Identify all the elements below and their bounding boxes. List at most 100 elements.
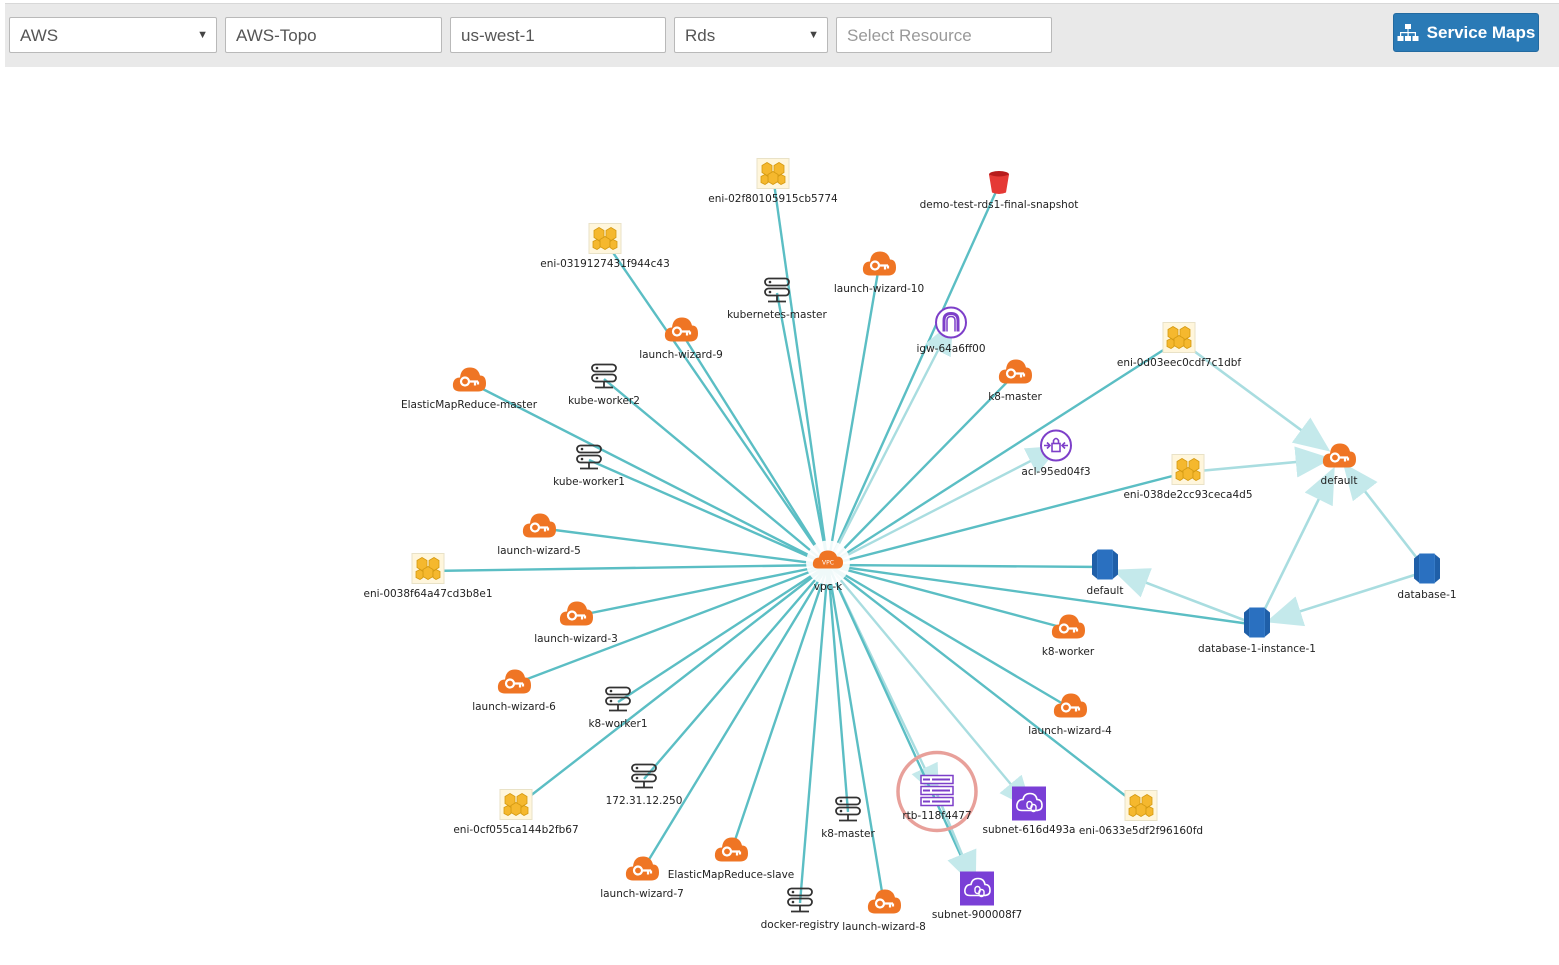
node-label: subnet-616d493a: [982, 824, 1076, 836]
service-select[interactable]: Rds ▼: [674, 17, 828, 53]
security-group-icon[interactable]: [521, 510, 557, 547]
edge-to-4: [826, 265, 881, 566]
subnet-icon[interactable]: [1012, 786, 1046, 826]
security-group-icon[interactable]: [624, 853, 660, 890]
vpc-label: vpc-k: [813, 581, 843, 593]
edge-to-27: [827, 564, 1033, 810]
edge-to-32: [640, 564, 830, 872]
eni-icon[interactable]: [756, 158, 790, 195]
edge-to-10: [827, 373, 1016, 566]
topology-input[interactable]: AWS-Topo: [225, 17, 442, 53]
node-label: rtb-118f4477: [902, 810, 972, 822]
security-group-icon[interactable]: [997, 356, 1033, 393]
edge-18-20: [1265, 569, 1428, 627]
node-label: eni-0319127431f944c43: [540, 258, 670, 270]
server-icon[interactable]: [589, 362, 619, 397]
node-label: docker-registry: [760, 919, 840, 931]
eni-icon[interactable]: [411, 553, 445, 590]
cloud-select-value: AWS: [20, 26, 59, 45]
bucket-icon[interactable]: [987, 170, 1011, 201]
route-table-icon[interactable]: [895, 750, 979, 839]
rds-icon[interactable]: [1412, 552, 1442, 591]
node-label: ElasticMapReduce-master: [400, 399, 538, 411]
rds-icon[interactable]: [1242, 606, 1272, 645]
node-label: launch-wizard-6: [472, 701, 556, 713]
edge-7-12: [1178, 338, 1331, 452]
edge-to-9: [603, 378, 829, 566]
edge-to-31: [729, 564, 830, 853]
acl-icon[interactable]: [1039, 429, 1073, 468]
edge-to-5: [679, 331, 830, 566]
rds-icon[interactable]: [1090, 548, 1120, 587]
edge-to-16: [427, 563, 829, 573]
node-label: subnet-900008f7: [931, 909, 1023, 921]
edge-to-7: [827, 338, 1180, 567]
edge-to-28: [827, 564, 1142, 809]
security-group-icon[interactable]: [496, 666, 532, 703]
edge-to-30: [826, 564, 850, 813]
edge-to-17: [827, 563, 1106, 569]
security-group-icon[interactable]: [663, 314, 699, 351]
security-group-icon[interactable]: [1321, 440, 1357, 477]
topology-input-value: AWS-Topo: [236, 26, 317, 45]
eni-icon[interactable]: [1162, 322, 1196, 359]
server-icon[interactable]: [629, 762, 659, 797]
security-group-icon[interactable]: [861, 248, 897, 285]
node-label: kubernetes-master: [727, 309, 827, 321]
eni-icon[interactable]: [1171, 454, 1205, 491]
node-label: igw-64a6ff00: [916, 343, 986, 355]
edge-to-2: [604, 240, 829, 566]
node-label: acl-95ed04f3: [1021, 466, 1091, 478]
security-group-icon[interactable]: [451, 364, 487, 401]
service-select-value: Rds: [685, 26, 716, 45]
gateway-icon[interactable]: [934, 306, 968, 345]
node-label: launch-wizard-7: [600, 888, 684, 900]
vpc-icon[interactable]: VPC: [800, 535, 856, 596]
node-label: launch-wizard-4: [1028, 725, 1112, 737]
server-icon[interactable]: [833, 795, 863, 830]
node-label: k8-master: [988, 391, 1042, 403]
resource-select[interactable]: Select Resource: [836, 17, 1052, 53]
node-label: eni-02f80105915cb5774: [708, 193, 838, 205]
cloud-select[interactable]: AWS ▼: [9, 17, 217, 53]
security-group-icon[interactable]: [713, 834, 749, 871]
edge-to-20: [827, 563, 1258, 627]
server-icon[interactable]: [762, 276, 792, 311]
subnet-icon[interactable]: [960, 871, 994, 911]
security-group-icon[interactable]: [1050, 611, 1086, 648]
node-label: kube-worker1: [553, 476, 625, 488]
resource-select-placeholder: Select Resource: [847, 26, 972, 45]
eni-icon[interactable]: [499, 789, 533, 826]
node-label: eni-0cf055ca144b2fb67: [453, 824, 579, 836]
edge-to-11: [827, 445, 1061, 567]
edge-14-12: [1187, 446, 1333, 478]
node-label: default: [1320, 475, 1358, 487]
server-icon[interactable]: [785, 886, 815, 921]
server-icon[interactable]: [574, 443, 604, 478]
node-label: launch-wizard-5: [497, 545, 581, 557]
edge-to-13: [588, 458, 829, 567]
edge-18-12: [1342, 462, 1429, 572]
edge-to-34: [798, 564, 830, 904]
region-input[interactable]: us-west-1: [450, 17, 666, 53]
security-group-icon[interactable]: [1052, 690, 1088, 727]
security-group-icon[interactable]: [558, 598, 594, 635]
edge-to-6: [826, 320, 954, 566]
node-label: ElasticMapReduce-slave: [667, 869, 795, 881]
edge-to-29: [515, 564, 829, 808]
edge-20-12: [1255, 466, 1335, 626]
service-maps-label: Service Maps: [1426, 22, 1536, 42]
eni-icon[interactable]: [1124, 790, 1158, 827]
node-label: eni-0038f64a47cd3b8e1: [363, 588, 493, 600]
svg-text:VPC: VPC: [822, 560, 834, 567]
eni-icon[interactable]: [588, 223, 622, 260]
service-maps-button[interactable]: Service Maps: [1393, 13, 1539, 52]
edge-20-17: [1112, 568, 1258, 627]
edge-to-14: [827, 470, 1189, 567]
security-group-icon[interactable]: [866, 886, 902, 923]
edge-to-0: [771, 175, 830, 566]
node-label: k8-master: [821, 828, 875, 840]
server-icon[interactable]: [603, 685, 633, 720]
node-label: default: [1086, 585, 1124, 597]
